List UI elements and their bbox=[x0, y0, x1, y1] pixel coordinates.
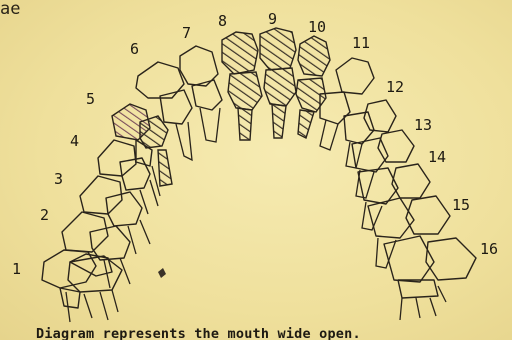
tooth-9 bbox=[260, 28, 296, 138]
tooth-14 bbox=[358, 164, 430, 230]
tooth-label-2: 2 bbox=[40, 206, 49, 224]
tooth-label-12: 12 bbox=[386, 78, 404, 96]
tooth-15 bbox=[368, 196, 450, 268]
tooth-label-6: 6 bbox=[130, 40, 139, 58]
tooth-16 bbox=[384, 236, 476, 320]
tooth-label-16: 16 bbox=[480, 240, 498, 258]
tooth-label-13: 13 bbox=[414, 116, 432, 134]
ink-blot bbox=[158, 268, 166, 278]
tooth-label-14: 14 bbox=[428, 148, 446, 166]
tooth-label-8: 8 bbox=[218, 12, 227, 30]
tooth-label-7: 7 bbox=[182, 24, 191, 42]
tooth-label-9: 9 bbox=[268, 10, 277, 28]
tooth-label-4: 4 bbox=[70, 132, 79, 150]
right-arch bbox=[320, 58, 476, 320]
tooth-label-10: 10 bbox=[308, 18, 326, 36]
header-fragment: ae bbox=[0, 0, 20, 19]
tooth-12 bbox=[344, 100, 396, 168]
tooth-label-1: 1 bbox=[12, 260, 21, 278]
tooth-label-11: 11 bbox=[352, 34, 370, 52]
tooth-11 bbox=[320, 58, 374, 150]
tooth-label-3: 3 bbox=[54, 170, 63, 188]
tooth-label-5: 5 bbox=[86, 90, 95, 108]
tooth-label-15: 15 bbox=[452, 196, 470, 214]
left-arch bbox=[42, 46, 222, 322]
tooth-8 bbox=[222, 32, 262, 140]
front-teeth bbox=[222, 28, 330, 140]
caption: Diagram represents the mouth wide open. bbox=[36, 326, 361, 340]
